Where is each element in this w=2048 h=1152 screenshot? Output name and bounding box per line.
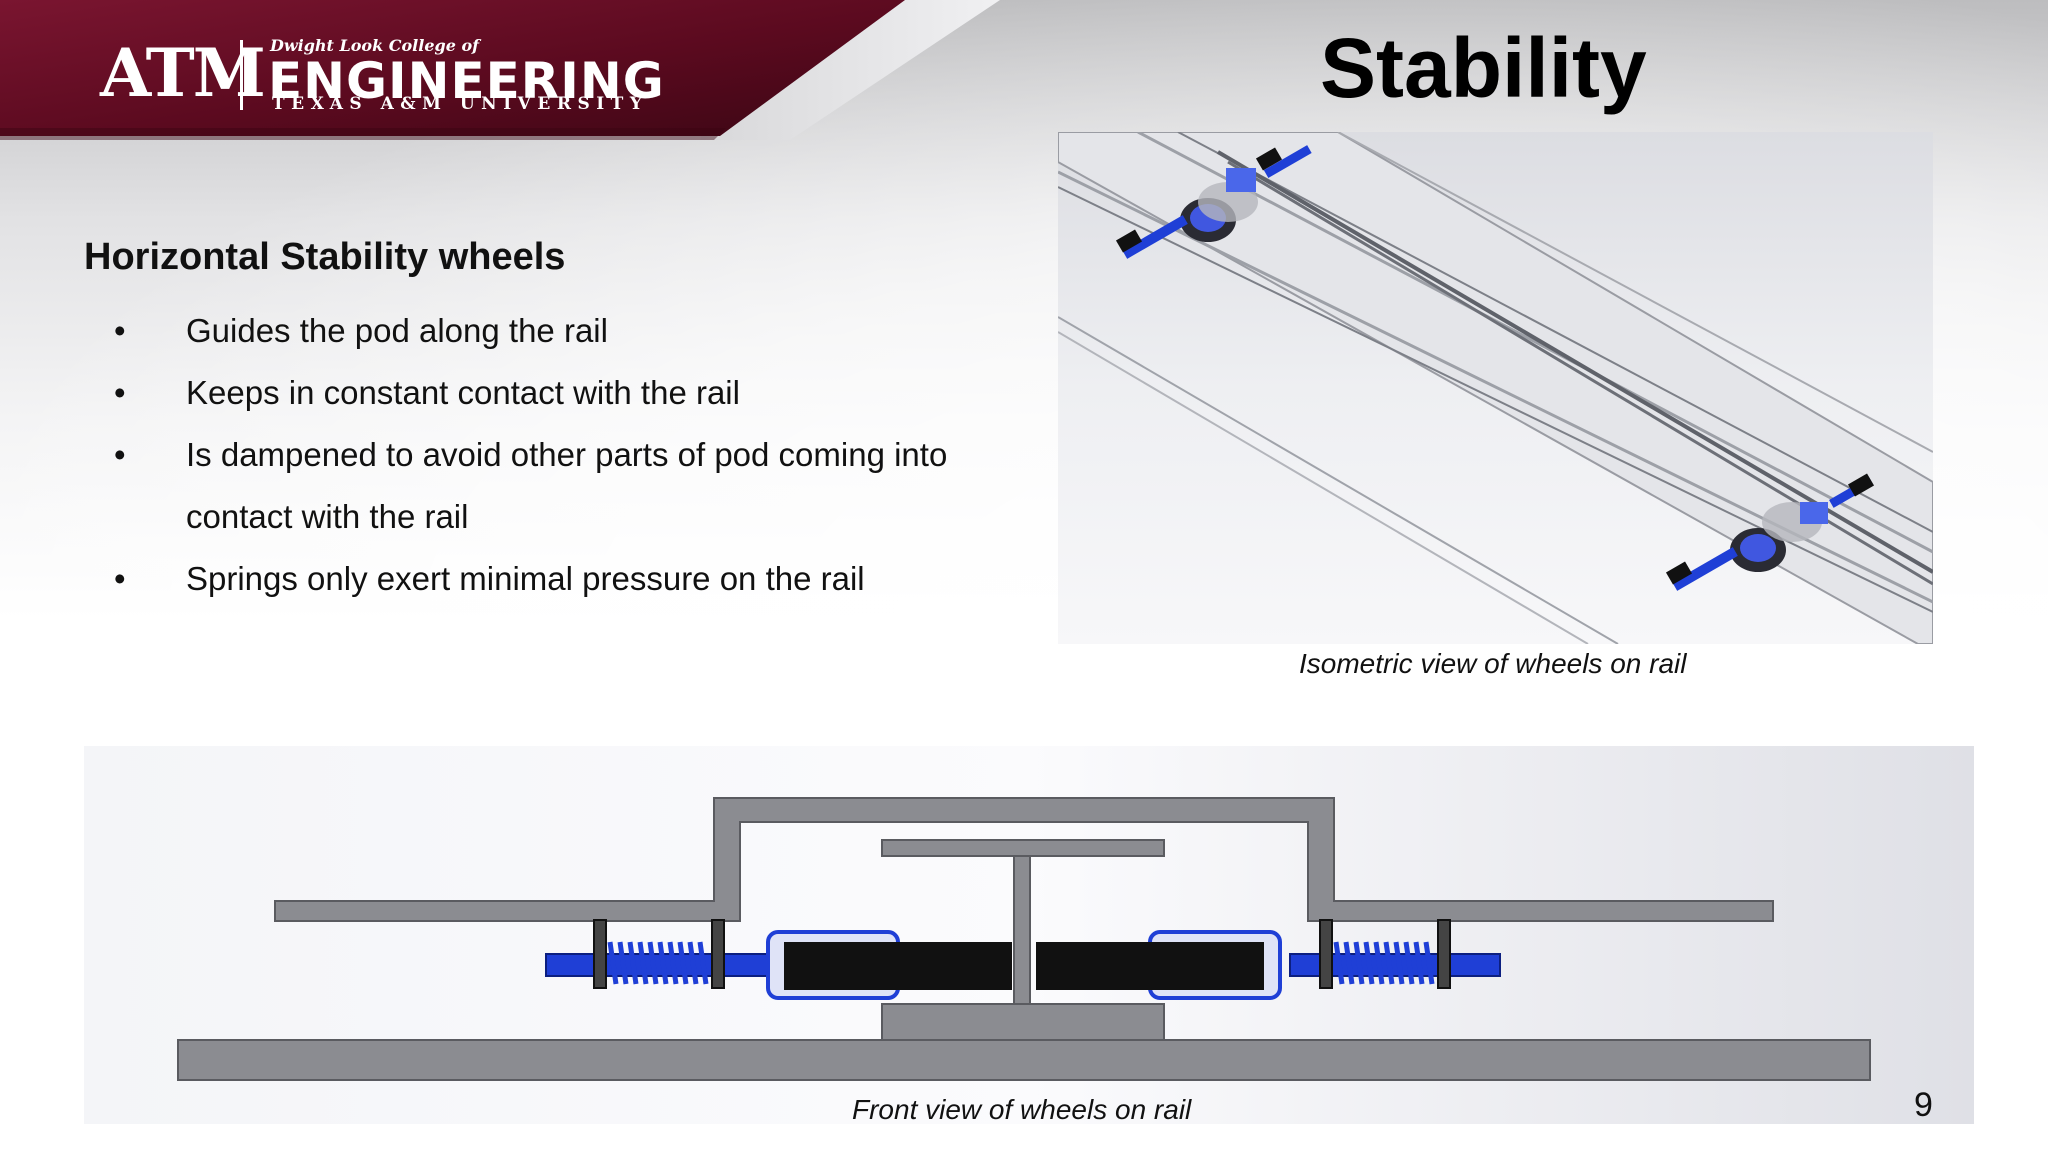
- header-banner: [0, 0, 1000, 140]
- bullet-text: Is dampened to avoid other parts of pod …: [186, 436, 948, 535]
- page-title: Stability: [1320, 21, 1647, 115]
- front-caption: Front view of wheels on rail: [852, 1094, 1192, 1125]
- bullet-icon: •: [114, 560, 126, 597]
- bullet-text: Guides the pod along the rail: [186, 312, 608, 349]
- bullet-list: • Guides the pod along the rail • Keeps in…: [110, 300, 1010, 610]
- logo-engineering: ENGINEERING: [268, 52, 665, 110]
- isometric-caption: Isometric view of wheels on rail: [1299, 648, 1687, 679]
- bullet-icon: •: [114, 374, 126, 411]
- section-heading: Horizontal Stability wheels: [84, 236, 566, 278]
- front-view-image: [84, 746, 1974, 1124]
- list-item: • Guides the pod along the rail: [110, 300, 1010, 362]
- list-item: • Keeps in constant contact with the rail: [110, 362, 1010, 424]
- bullet-icon: •: [114, 312, 126, 349]
- page-number: 9: [1914, 1086, 1933, 1124]
- logo-divider: [240, 40, 243, 110]
- bullet-text: Keeps in constant contact with the rail: [186, 374, 740, 411]
- logo-college-small: Dwight Look College of: [270, 36, 479, 55]
- list-item: • Springs only exert minimal pressure on …: [110, 548, 1010, 610]
- list-item: • Is dampened to avoid other parts of pod…: [110, 424, 1046, 548]
- bullet-text: Springs only exert minimal pressure on t…: [186, 560, 865, 597]
- bullet-icon: •: [114, 436, 126, 473]
- isometric-view-image: [1058, 132, 1933, 644]
- atm-logo: ATM: [100, 34, 266, 112]
- logo-university: TEXAS A&M UNIVERSITY: [272, 94, 649, 114]
